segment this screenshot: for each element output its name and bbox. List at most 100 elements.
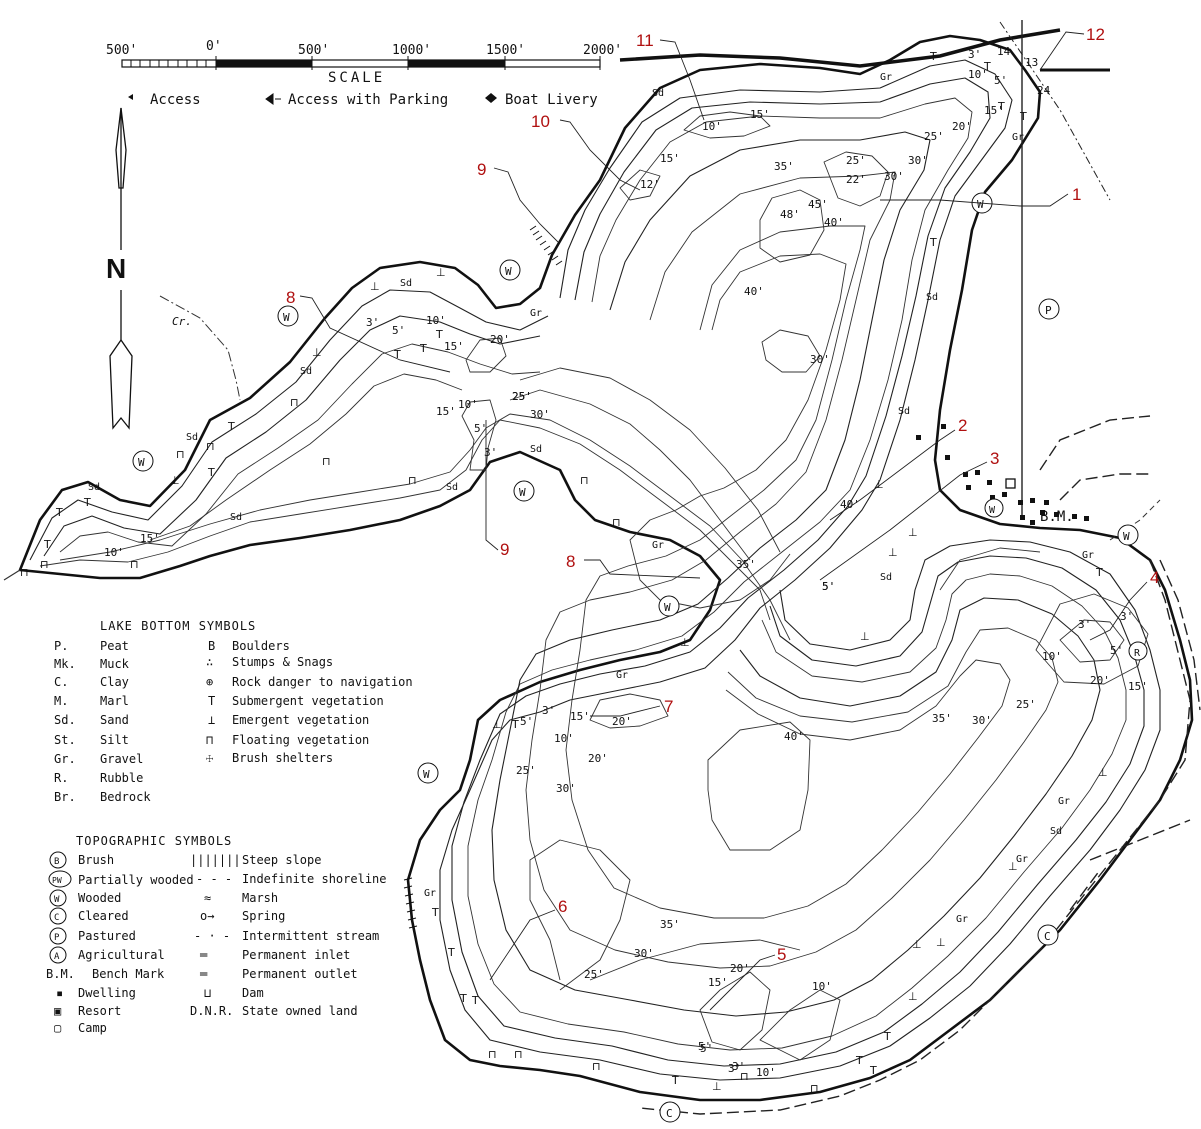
svg-text:⊥: ⊥ <box>1098 766 1108 779</box>
scale-bar: 500' 0' 500' 1000' 1500' 2000' SCALE <box>106 39 622 86</box>
bottom-label: Gr <box>956 914 968 925</box>
depth-labels-west: 3' 5' 10' 15' 20' 15' 10' 5' 3' 25' 30' … <box>104 314 835 593</box>
depth-label: 10' <box>812 980 832 993</box>
depth-label: 15' <box>708 976 728 989</box>
legend-code: ═ <box>199 967 208 981</box>
depth-label: 30' <box>634 947 654 960</box>
bottom-label: Sd <box>88 482 100 493</box>
legend-code: ⊔ <box>204 986 211 1000</box>
svg-text:T: T <box>511 718 519 731</box>
shore-code-rock: R <box>1134 648 1141 659</box>
depth-label: 40' <box>840 498 860 511</box>
legend-code: R. <box>54 771 68 785</box>
svg-text:⊥: ⊥ <box>1008 860 1018 873</box>
legend-label: Marsh <box>242 891 278 905</box>
scale-tick-label: 500' <box>106 43 137 58</box>
svg-text:T: T <box>883 1030 891 1043</box>
legend-label: Permanent outlet <box>242 967 358 981</box>
legend-code: ☩ <box>206 751 213 765</box>
legend-label: Brush shelters <box>232 751 333 765</box>
shore-code-wooded: W <box>283 311 290 324</box>
depth-label: 30' <box>884 170 904 183</box>
legend-label: Peat <box>100 639 129 653</box>
svg-text:T: T <box>83 496 91 509</box>
north-arrow-icon: N <box>106 107 133 430</box>
depth-label: 25' <box>516 764 536 777</box>
transect-marker-12: 12 <box>1086 25 1105 44</box>
depth-label: 15' <box>750 108 770 121</box>
legend-label: Marl <box>100 694 129 708</box>
legend-code: PW <box>52 876 62 885</box>
depth-labels-south: 40' 35' 30' 25' 25' 30' 35' 30' 25' 20' … <box>516 558 1148 1079</box>
access-legend: Access Access with Parking Boat Livery <box>128 92 598 108</box>
legend-label: Muck <box>100 657 130 671</box>
legend-code: ||||||| <box>190 853 241 867</box>
svg-text:T: T <box>207 466 215 479</box>
depth-label: 3' <box>732 1060 745 1073</box>
bottom-label: Sd <box>898 406 910 417</box>
depth-label: 20' <box>588 752 608 765</box>
svg-text:T: T <box>459 992 467 1005</box>
transect-marker-10: 10 <box>531 112 550 131</box>
transect-marker-11: 11 <box>636 31 654 50</box>
shore-code-wooded: W <box>977 198 984 211</box>
section-number: 13 <box>1025 56 1038 69</box>
depth-label: 35' <box>774 160 794 173</box>
depth-label: 5' <box>1110 644 1123 657</box>
legend-code: ▪ <box>56 986 63 1000</box>
scale-title: SCALE <box>328 70 385 86</box>
legend-label: Intermittent stream <box>242 929 379 943</box>
legend-label: Spring <box>242 909 285 923</box>
legend-label: Clay <box>100 675 129 689</box>
legend-label: Emergent vegetation <box>232 713 369 727</box>
svg-text:⊥: ⊥ <box>860 630 870 643</box>
depth-label: 40' <box>784 730 804 743</box>
legend-code: P <box>54 933 60 943</box>
depth-label: 15' <box>660 152 680 165</box>
legend-code: Br. <box>54 790 76 804</box>
legend-code: St. <box>54 733 76 747</box>
svg-text:⊥: ⊥ <box>888 546 898 559</box>
legend-label: Brush <box>78 853 114 867</box>
legend-code: - - - <box>196 872 232 886</box>
shore-code-cleared: C <box>666 1107 673 1120</box>
legend-code: ⊓ <box>206 733 213 747</box>
transect-marker-3: 3 <box>990 449 999 468</box>
transect-marker-8: 8 <box>286 288 295 307</box>
depth-label: 5' <box>698 1040 711 1053</box>
shore-code-pastured: P <box>1045 304 1052 317</box>
svg-text:T: T <box>1095 566 1103 579</box>
svg-text:⊓: ⊓ <box>488 1048 497 1061</box>
depth-label: 15' <box>570 710 590 723</box>
scale-tick-label: 1500' <box>486 43 525 58</box>
legend-label: Camp <box>78 1021 107 1035</box>
svg-text:⊓: ⊓ <box>20 566 29 579</box>
section-number: 24 <box>1037 84 1051 97</box>
svg-text:⊥: ⊥ <box>908 526 918 539</box>
svg-text:T: T <box>431 906 439 919</box>
depth-label: 22' <box>846 173 866 186</box>
legend-code: Gr. <box>54 752 76 766</box>
bottom-label: Gr <box>1016 854 1028 865</box>
depth-label: 15' <box>140 532 160 545</box>
legend-code: o→ <box>200 909 214 923</box>
svg-text:⊥: ⊥ <box>312 346 322 359</box>
transect-marker-1: 1 <box>1072 185 1081 204</box>
svg-text:⊥: ⊥ <box>492 718 502 731</box>
access-parking-icon <box>265 93 281 105</box>
legend-code: ═ <box>199 948 208 962</box>
svg-text:⊓: ⊓ <box>322 455 331 468</box>
svg-text:⊥: ⊥ <box>170 474 180 487</box>
depth-label: 5' <box>392 324 405 337</box>
legend-label: Rock danger to navigation <box>232 675 413 689</box>
shore-code-wooded: W <box>664 601 671 614</box>
svg-text:⊥: ⊥ <box>712 1080 722 1093</box>
depth-label: 30' <box>556 782 576 795</box>
transect-marker-2: 2 <box>958 416 967 435</box>
svg-text:T: T <box>447 946 455 959</box>
svg-text:⊥: ⊥ <box>370 280 380 293</box>
depth-labels-north: 48' 45' 40' 40' 35' 30' 25' 25' 22' 30' … <box>512 48 1007 511</box>
legend-code: Mk. <box>54 657 76 671</box>
shore-code-wooded: W <box>138 456 145 469</box>
legend-label: Partially wooded <box>78 873 194 887</box>
